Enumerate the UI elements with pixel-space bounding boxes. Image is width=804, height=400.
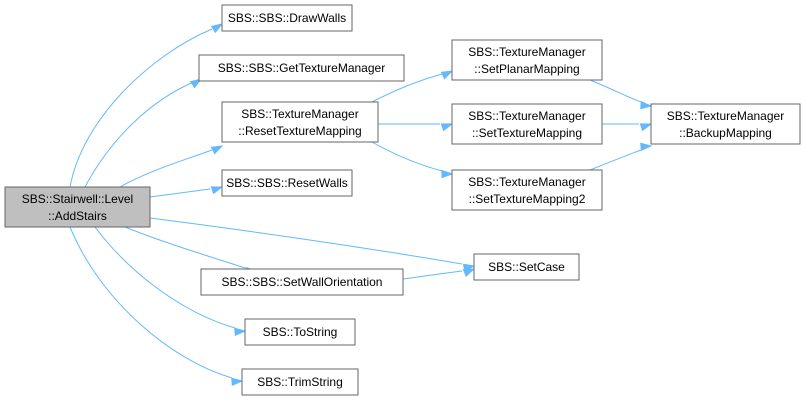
node-drawwalls[interactable]: SBS::SBS::DrawWalls: [221, 4, 353, 32]
edge-line: [589, 79, 642, 103]
node-setwallorientation[interactable]: SBS::SBS::SetWallOrientation: [200, 268, 404, 296]
node-addstairs[interactable]: SBS::Stairwell::Level ::AddStairs: [4, 186, 151, 228]
node-gettexturemanager[interactable]: SBS::SBS::GetTextureManager: [198, 54, 405, 82]
edge-arrowhead: [210, 23, 224, 34]
edge-arrowhead: [210, 145, 224, 155]
edge-setplanarmapping-to-backupmapping: [589, 79, 653, 110]
edge-arrowhead: [210, 186, 224, 195]
edge-arrowhead: [639, 123, 653, 132]
edge-addstairs-to-gettexturemanager: [84, 78, 203, 188]
node-setplanarmapping-line-1: SBS::TextureManager: [468, 45, 585, 59]
edge-addstairs-to-setwallorientation: [124, 226, 258, 276]
edge-arrowhead: [440, 123, 454, 132]
edge-line: [124, 226, 246, 269]
node-tostring[interactable]: SBS::ToString: [244, 318, 356, 346]
edge-resettexturemapping-to-settexturemapping2: [371, 141, 454, 179]
node-settexturemapping2[interactable]: SBS::TextureManager ::SetTextureMapping2: [451, 169, 603, 211]
edge-setwallorientation-to-setcase: [402, 268, 476, 280]
edge-line: [119, 149, 213, 188]
edge-line: [149, 188, 211, 198]
node-settexturemapping-line-1: SBS::TextureManager: [468, 109, 585, 123]
edge-arrowhead: [640, 100, 653, 110]
edge-resettexturemapping-to-settexturemapping: [378, 123, 454, 132]
edge-line: [149, 217, 463, 265]
node-resetwalls[interactable]: SBS::SBS::ResetWalls: [221, 169, 353, 197]
node-tostring-label: SBS::ToString: [263, 325, 338, 339]
node-trimstring-label: SBS::TrimString: [257, 375, 343, 389]
node-backupmapping-line-1: SBS::TextureManager: [667, 109, 784, 123]
nodes-layer: SBS::Stairwell::Level ::AddStairs SBS::S…: [4, 4, 801, 396]
node-resettexturemapping-line-2: ::ResetTextureMapping: [238, 124, 361, 138]
edge-settexturemapping2-to-backupmapping: [589, 142, 653, 171]
edge-arrowhead: [231, 377, 244, 387]
node-addstairs-line-1: SBS::Stairwell::Level: [22, 192, 133, 206]
node-setcase[interactable]: SBS::SetCase: [473, 253, 580, 281]
edge-resettexturemapping-to-setplanarmapping: [371, 70, 454, 103]
node-resetwalls-label: SBS::SBS::ResetWalls: [226, 176, 348, 190]
edge-line: [371, 141, 443, 172]
node-setplanarmapping[interactable]: SBS::TextureManager ::SetPlanarMapping: [451, 39, 603, 81]
edge-arrowhead: [441, 169, 454, 179]
edge-arrowhead: [462, 268, 476, 277]
node-drawwalls-label: SBS::SBS::DrawWalls: [228, 11, 346, 25]
node-trimstring[interactable]: SBS::TrimString: [241, 368, 359, 396]
edge-line: [402, 270, 463, 280]
edge-arrowhead: [234, 327, 247, 337]
node-backupmapping[interactable]: SBS::TextureManager ::BackupMapping: [650, 103, 801, 145]
edge-line: [371, 73, 443, 103]
node-backupmapping-line-2: ::BackupMapping: [679, 126, 772, 140]
node-setcase-label: SBS::SetCase: [488, 260, 565, 274]
edge-line: [94, 226, 236, 329]
node-resettexturemapping-line-1: SBS::TextureManager: [241, 107, 358, 121]
edge-addstairs-to-drawwalls: [69, 23, 224, 188]
node-setplanarmapping-line-2: ::SetPlanarMapping: [474, 62, 579, 76]
node-settexturemapping[interactable]: SBS::TextureManager ::SetTextureMapping: [451, 103, 603, 145]
edge-line: [69, 28, 213, 188]
edge-arrowhead: [189, 78, 203, 89]
edge-line: [69, 226, 233, 379]
node-settexturemapping2-line-1: SBS::TextureManager: [468, 175, 585, 189]
node-addstairs-line-2: ::AddStairs: [48, 209, 107, 223]
edge-addstairs-to-tostring: [94, 226, 247, 337]
edge-addstairs-to-resettexturemapping: [119, 145, 224, 188]
node-settexturemapping2-line-2: ::SetTextureMapping2: [469, 192, 586, 206]
node-gettexturemanager-label: SBS::SBS::GetTextureManager: [218, 61, 385, 75]
node-resettexturemapping[interactable]: SBS::TextureManager ::ResetTextureMappin…: [221, 101, 379, 143]
edge-arrowhead: [440, 70, 454, 80]
edge-line: [84, 80, 197, 188]
edge-addstairs-to-resetwalls: [149, 186, 224, 198]
node-settexturemapping-line-2: ::SetTextureMapping: [472, 126, 582, 140]
edge-addstairs-to-trimstring: [69, 226, 244, 387]
edge-addstairs-to-setcase: [149, 217, 476, 272]
edges-layer: [69, 23, 653, 387]
edge-line: [589, 149, 642, 171]
edge-settexturemapping-to-backupmapping: [602, 123, 653, 132]
node-setwallorientation-label: SBS::SBS::SetWallOrientation: [222, 275, 383, 289]
edge-arrowhead: [640, 142, 653, 152]
